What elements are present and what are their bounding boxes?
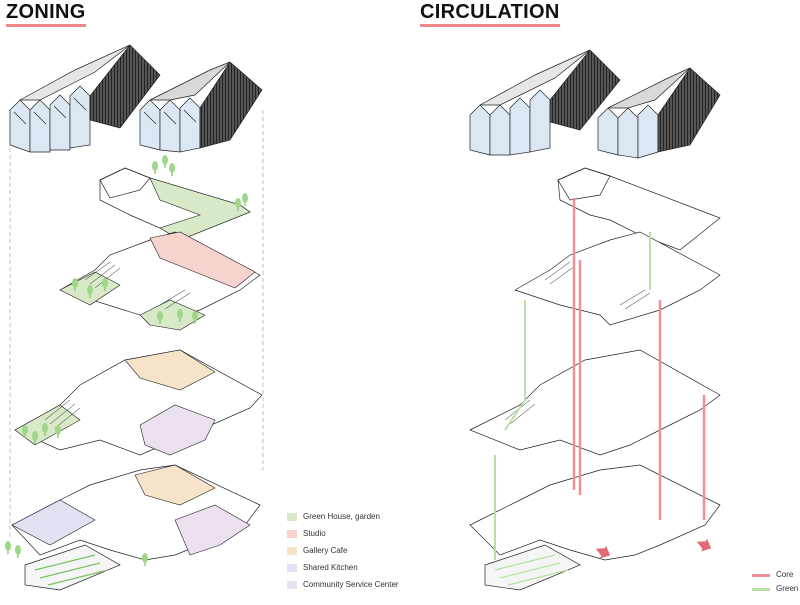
zoning-roof-level — [9, 44, 263, 153]
circulation-diagram — [469, 49, 721, 591]
zoning-legend: Green House, garden Studio Gallery Cafe … — [287, 512, 417, 590]
zoning-level-3 — [99, 155, 251, 241]
circulation-title-text: CIRCULATION — [420, 1, 560, 23]
zoning-ground-level — [5, 464, 261, 591]
circulation-level-1 — [469, 349, 721, 456]
core-circulation-lines — [572, 198, 706, 520]
green-circulation-lines — [494, 232, 651, 560]
zoning-level-2 — [59, 231, 261, 331]
legend-swatch — [752, 588, 770, 591]
legend-swatch — [752, 574, 770, 577]
circulation-legend: Core Green — [752, 570, 798, 598]
legend-label: Shared Kitchen — [303, 563, 358, 572]
legend-swatch — [287, 581, 297, 589]
legend-label: Green — [776, 584, 799, 593]
circulation-ground-level — [469, 464, 721, 591]
zoning-diagram — [5, 44, 264, 591]
legend-swatch — [287, 547, 297, 555]
zoning-title-text: ZONING — [6, 1, 86, 23]
legend-label: Gallery Cafe — [303, 546, 348, 555]
legend-label: Community Service Center — [303, 580, 399, 589]
zoning-level-1 — [14, 349, 263, 456]
zoning-title: ZONING — [6, 0, 86, 27]
zoning-title-underline — [6, 24, 86, 27]
legend-swatch — [287, 530, 297, 538]
legend-label: Studio — [303, 529, 326, 538]
circulation-title: CIRCULATION — [420, 0, 560, 27]
legend-label: Green House, garden — [303, 512, 380, 521]
circulation-roof-level — [469, 49, 721, 159]
legend-swatch — [287, 564, 297, 572]
circulation-title-underline — [420, 24, 560, 27]
legend-label: Core — [776, 570, 794, 579]
legend-swatch — [287, 513, 297, 521]
circulation-level-2 — [514, 231, 721, 326]
